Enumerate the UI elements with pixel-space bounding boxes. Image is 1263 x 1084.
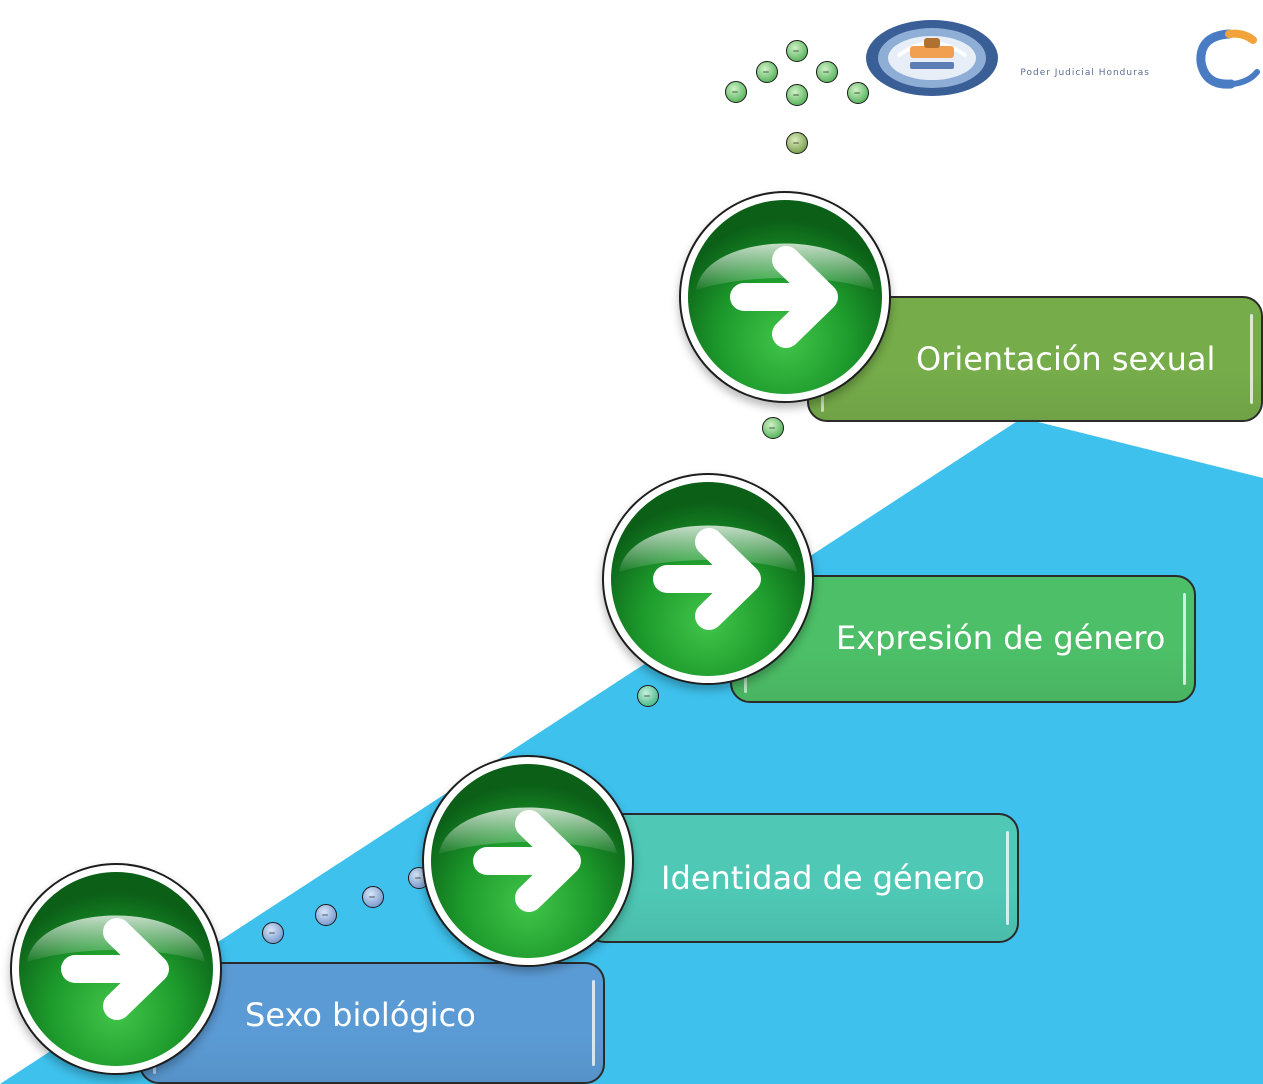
connector-dot bbox=[362, 886, 384, 908]
arrow-right-glyph bbox=[431, 764, 625, 958]
step-label: Expresión de género bbox=[836, 619, 1166, 657]
cluster-dot bbox=[847, 82, 869, 104]
step-label: Sexo biológico bbox=[245, 996, 476, 1034]
cluster-dot bbox=[786, 40, 808, 62]
connector-dot bbox=[315, 904, 337, 926]
cluster-dot bbox=[725, 81, 747, 103]
step-box-sexo-biologico: Sexo biológico bbox=[139, 962, 605, 1084]
poder-judicial-logo bbox=[866, 20, 998, 96]
step-label: Orientación sexual bbox=[916, 340, 1216, 378]
connector-dot bbox=[262, 922, 284, 944]
arrow-right-glyph bbox=[19, 872, 213, 1066]
step-box-identidad-de-genero: Identidad de género bbox=[585, 813, 1019, 943]
poder-judicial-logo-text: Poder Judicial Honduras bbox=[1020, 68, 1150, 78]
cluster-dot bbox=[786, 84, 808, 106]
arrow-right-glyph bbox=[688, 200, 882, 394]
cluster-dot bbox=[816, 61, 838, 83]
cluster-dot bbox=[756, 61, 778, 83]
partial-logo bbox=[1196, 29, 1260, 89]
arrow-right-icon bbox=[422, 755, 634, 967]
arrow-right-glyph bbox=[611, 482, 805, 676]
connector-dot bbox=[637, 685, 659, 707]
arrow-right-icon bbox=[602, 473, 814, 685]
cluster-dot bbox=[786, 132, 808, 154]
arrow-right-icon bbox=[679, 191, 891, 403]
arrow-right-icon bbox=[10, 863, 222, 1075]
connector-dot bbox=[762, 417, 784, 439]
step-label: Identidad de género bbox=[661, 859, 985, 897]
